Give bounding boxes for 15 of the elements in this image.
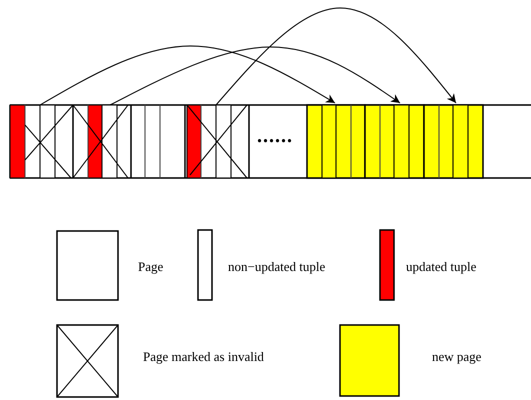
ellipsis-dots: ...... [257,128,293,144]
legend-label: non−updated tuple [228,259,326,275]
tuple-slot [216,104,232,178]
tuple-slot [394,104,410,178]
arrow [216,8,456,106]
legend-label: Page marked as invalid [143,349,264,365]
tuple-slot [452,104,468,178]
tuple-slot [322,104,336,178]
tuple-slot [102,104,118,178]
legend-label: Page [138,259,164,275]
arrow [110,46,400,106]
legend-label: updated tuple [406,259,476,275]
arrow [40,46,336,106]
tuple-slot [40,104,56,178]
legend-label: new page [432,349,482,365]
